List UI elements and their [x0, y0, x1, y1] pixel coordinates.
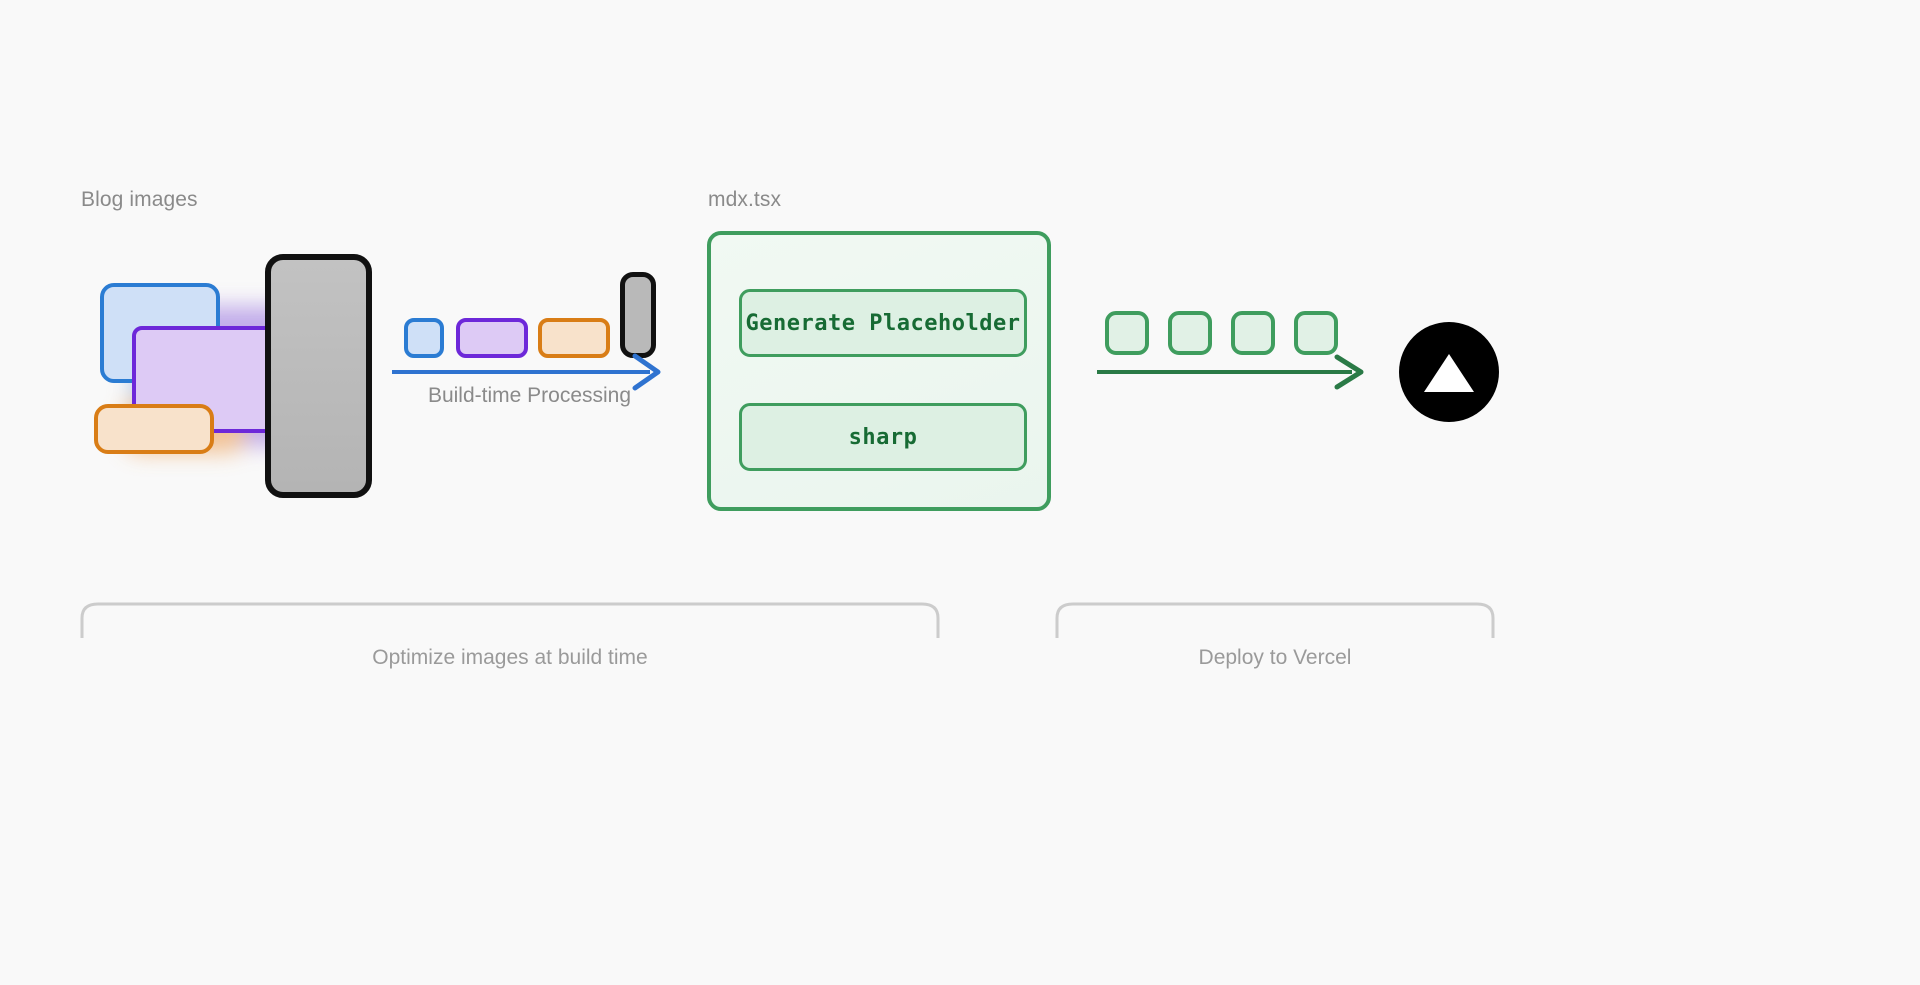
blue-optimized-chip [404, 318, 444, 358]
source-images-stack [80, 248, 400, 508]
mdx-processing-panel: Generate Placeholder sharp [707, 231, 1051, 511]
phone-mockup [265, 254, 372, 498]
purple-optimized-chip [456, 318, 528, 358]
build-time-arrow-icon [392, 353, 661, 391]
optimized-images-row [404, 268, 656, 368]
build-phase-bracket [80, 602, 940, 638]
deploy-output-chip [1231, 311, 1275, 355]
deploy-output-chip [1105, 311, 1149, 355]
deploy-phase-caption: Deploy to Vercel [1198, 646, 1352, 669]
orange-image-card [94, 404, 214, 454]
deploy-output-chip [1294, 311, 1338, 355]
mdx-panel-label: mdx.tsx [708, 188, 782, 211]
blog-images-group-label: Blog images [81, 188, 198, 211]
vercel-triangle-icon [1424, 354, 1474, 392]
deploy-phase-bracket [1055, 602, 1495, 638]
phone-optimized-chip [620, 272, 656, 358]
generate-placeholder-step[interactable]: Generate Placeholder [739, 289, 1027, 357]
deploy-output-chip [1168, 311, 1212, 355]
sharp-step[interactable]: sharp [739, 403, 1027, 471]
orange-optimized-chip [538, 318, 610, 358]
deploy-arrow-icon [1097, 354, 1364, 390]
build-phase-caption: Optimize images at build time [372, 646, 648, 669]
deploy-output-row [1105, 311, 1345, 359]
vercel-logo [1399, 322, 1499, 422]
build-time-arrow-label: Build-time Processing [427, 384, 632, 407]
